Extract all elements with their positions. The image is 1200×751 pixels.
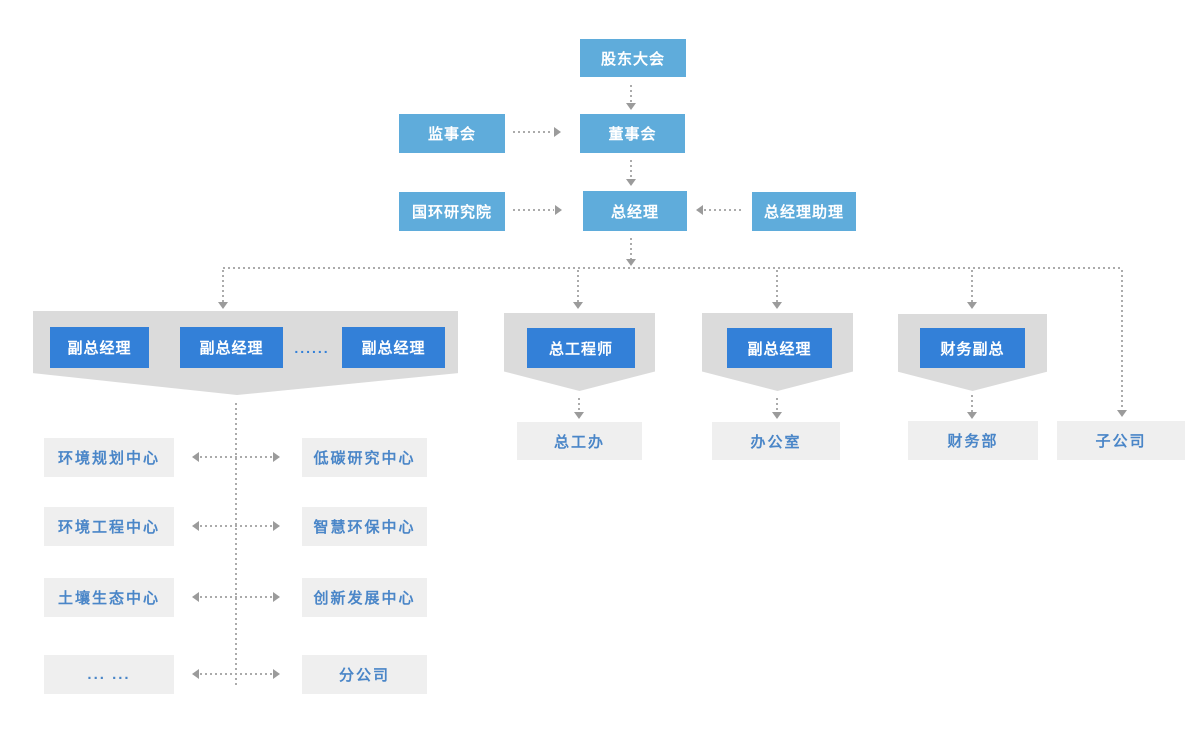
connector-line — [578, 398, 580, 412]
connector-line — [200, 525, 272, 527]
connector-line — [513, 209, 554, 211]
connector-main-rail — [223, 267, 1123, 269]
arrowhead-left-icon — [192, 669, 199, 679]
arrowhead-down-icon — [574, 412, 584, 419]
arrowhead-right-icon — [273, 592, 280, 602]
connector-line — [630, 85, 632, 103]
node-center-soil-ecology: 土壤生态中心 — [44, 578, 174, 617]
node-research-institute: 国环研究院 — [399, 192, 505, 231]
node-center-low-carbon: 低碳研究中心 — [302, 438, 427, 477]
node-board-of-directors: 董事会 — [580, 114, 685, 153]
arrowhead-down-icon — [573, 302, 583, 309]
arrowhead-left-icon — [192, 452, 199, 462]
arrowhead-down-icon — [772, 302, 782, 309]
arrowhead-right-icon — [555, 205, 562, 215]
arrowhead-left-icon — [696, 205, 703, 215]
connector-line — [704, 209, 744, 211]
arrowhead-down-icon — [967, 302, 977, 309]
node-center-env-planning: 环境规划中心 — [44, 438, 174, 477]
connector-line — [200, 596, 272, 598]
node-center-env-engineering: 环境工程中心 — [44, 507, 174, 546]
arrowhead-down-icon — [626, 179, 636, 186]
deputy-gm-ellipsis: ...... — [294, 339, 330, 356]
node-deputy-gm-3: 副总经理 — [342, 327, 445, 368]
connector-line — [222, 270, 224, 302]
arrowhead-right-icon — [554, 127, 561, 137]
node-finance-deputy: 财务副总 — [920, 328, 1025, 368]
node-chief-engineer: 总工程师 — [527, 328, 635, 368]
connector-line — [577, 270, 579, 302]
arrowhead-down-icon — [626, 103, 636, 110]
node-finance-dept: 财务部 — [908, 421, 1038, 460]
connector-line — [971, 395, 973, 412]
arrowhead-right-icon — [273, 521, 280, 531]
node-shareholders-meeting: 股东大会 — [580, 39, 686, 77]
node-center-innovation: 创新发展中心 — [302, 578, 427, 617]
connector-line — [776, 398, 778, 412]
arrowhead-left-icon — [192, 521, 199, 531]
node-center-more-ellipsis: ... ... — [44, 655, 174, 694]
node-admin-office: 办公室 — [712, 422, 840, 460]
arrowhead-right-icon — [273, 669, 280, 679]
connector-line — [630, 160, 632, 180]
connector-line — [200, 456, 272, 458]
node-deputy-gm-2: 副总经理 — [180, 327, 283, 368]
node-chief-engineer-office: 总工办 — [517, 422, 642, 460]
connector-line — [971, 270, 973, 302]
node-branch-company: 分公司 — [302, 655, 427, 694]
arrowhead-right-icon — [273, 452, 280, 462]
connector-line — [513, 131, 553, 133]
node-gm-assistant: 总经理助理 — [752, 192, 856, 231]
node-subsidiary: 子公司 — [1057, 421, 1185, 460]
connector-line — [200, 673, 272, 675]
arrowhead-down-icon — [967, 412, 977, 419]
connector-spine — [235, 403, 237, 686]
arrowhead-down-icon — [1117, 410, 1127, 417]
connector-line — [776, 270, 778, 302]
arrowhead-down-icon — [626, 259, 636, 266]
arrowhead-down-icon — [772, 412, 782, 419]
node-supervisory-board: 监事会 — [399, 114, 505, 153]
connector-line — [630, 238, 632, 259]
node-general-manager: 总经理 — [583, 191, 687, 231]
arrowhead-down-icon — [218, 302, 228, 309]
arrowhead-left-icon — [192, 592, 199, 602]
node-deputy-gm-office: 副总经理 — [727, 328, 832, 368]
node-center-smart-env: 智慧环保中心 — [302, 507, 427, 546]
node-deputy-gm-1: 副总经理 — [50, 327, 149, 368]
connector-line — [1121, 270, 1123, 410]
